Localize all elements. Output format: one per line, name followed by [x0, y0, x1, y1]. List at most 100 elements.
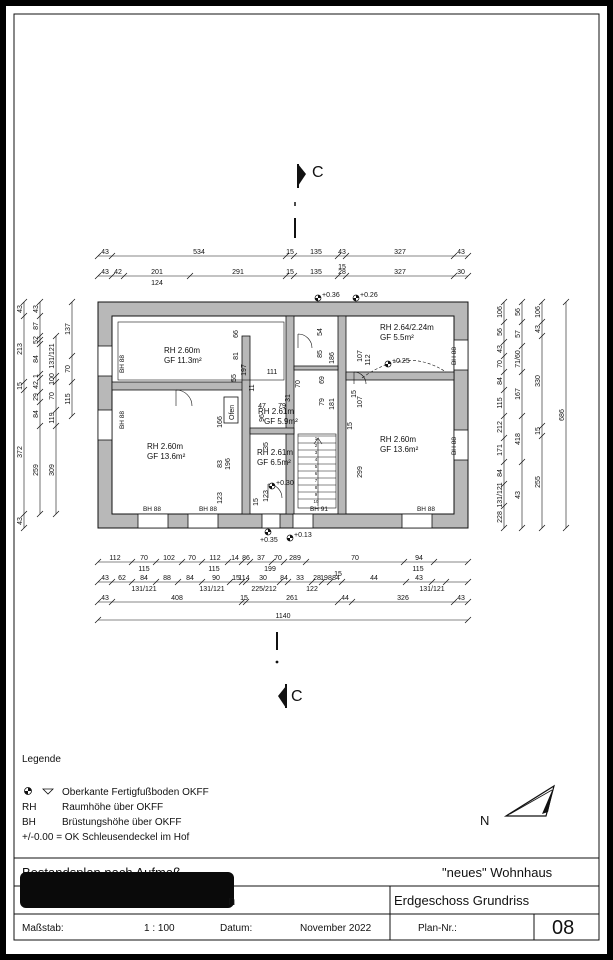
stair-step-number: 3: [315, 450, 318, 455]
dim-bottom-sub: 131/121: [419, 586, 444, 593]
stair-step-number: 5: [315, 464, 318, 469]
dim-right-2-tick: [518, 298, 526, 306]
dim-bottom-2-value: 30: [259, 575, 267, 582]
dim-left-3-tick: [52, 378, 60, 386]
interior-dim-value: 85: [317, 350, 324, 358]
dim-left-3-tick: [52, 332, 60, 340]
stair-step-number: 2: [315, 443, 318, 448]
dim-left-2-tick: [36, 336, 44, 344]
dim-top-2-value: 201: [151, 269, 163, 276]
dim-left-1-tick: [20, 524, 28, 532]
north-label: N: [480, 813, 489, 828]
dim-bottom-2-value: 114: [238, 575, 249, 582]
dim-bottom-2-tick: [198, 578, 206, 586]
dim-right-1-value: 171: [497, 444, 504, 456]
interior-wall: [345, 371, 455, 381]
interior-dim-value: 112: [365, 354, 372, 365]
room-6-height: RH 2.60m: [380, 435, 416, 444]
dim-left-2-value: 259: [33, 464, 40, 476]
dim-top-2-tick: [120, 272, 128, 280]
legend-item-rh: Raumhöhe über OKFF: [62, 802, 163, 813]
bh-label: BH 88: [119, 355, 126, 373]
dim-right-3-tick: [538, 432, 546, 440]
dim-top-2-tick: [342, 272, 350, 280]
interior-dim-value: 15: [347, 422, 354, 430]
oven: Ofen: [223, 396, 239, 424]
dim-bottom-2-value: 33: [296, 575, 304, 582]
dim-bottom-1-tick: [302, 558, 310, 566]
okff-symbol-fill: [385, 361, 391, 367]
redacted-area: [20, 872, 234, 908]
dim-left-2-tick: [36, 340, 44, 348]
dim-top-1-value: 43: [338, 249, 346, 256]
oven-label: Ofen: [229, 405, 236, 420]
dim-right-2-value: 418: [515, 433, 522, 445]
dim-bottom-2-value: 90: [212, 575, 220, 582]
dim-right-1-value: 131/121: [497, 482, 504, 507]
dim-bottom-3-tick: [242, 598, 250, 606]
dim-bottom-3-tick: [238, 598, 246, 606]
room-6-area: GF 13.6m²: [380, 445, 419, 454]
dim-bottom-1-tick: [94, 558, 102, 566]
dim-bottom-2-value: 43: [101, 575, 109, 582]
dim-left-3-value: 100: [49, 373, 56, 385]
dim-left-4-value: 137: [65, 323, 72, 335]
dim-right-2-value: 56: [515, 308, 522, 316]
dim-top-2-value: 43: [101, 269, 109, 276]
bh-label: BH 88: [143, 506, 161, 513]
interior-dim-value: 66: [233, 330, 240, 338]
room-4-height: RH 2.61m: [257, 448, 293, 457]
dim-bottom-2-tick: [94, 578, 102, 586]
dim-left-2-tick: [36, 422, 44, 430]
dim-bottom-2-tick: [226, 578, 234, 586]
dim-bottom-1-value: 289: [289, 555, 301, 562]
dim-bottom-sub: 122: [306, 586, 318, 593]
dim-right-2-value: 57: [515, 330, 522, 338]
room-5-height: RH 2.64/2.24m: [380, 323, 434, 332]
level-value: +0.26: [360, 292, 378, 299]
dim-bottom-3-value: 43: [101, 595, 109, 602]
dim-right-2-tick: [518, 318, 526, 326]
section-marker-bottom: C: [275, 632, 303, 708]
interior-dim-value: 81: [233, 352, 240, 360]
dim-left-3-value: 131/121: [49, 343, 56, 368]
dim-bottom-sub: 15: [334, 571, 342, 578]
dim-right-1-tick: [500, 480, 508, 488]
dim-right-1-value: 212: [497, 421, 504, 433]
dim-top-2-tick: [186, 272, 194, 280]
level-marker: +0.35: [260, 528, 278, 544]
scale-value: 1 : 100: [144, 923, 175, 934]
level-value: +0.13: [294, 532, 312, 539]
dim-bottom-3-tick: [450, 598, 458, 606]
dim-left-3-value: 119: [49, 412, 56, 423]
legend-item-okff: Oberkante Fertigfußboden OKFF: [62, 787, 209, 798]
section-label-top: C: [312, 164, 324, 181]
title-block: Bestandsplan nach Aufmaß "neues" Wohnhau…: [14, 857, 599, 940]
legend-key-bh: BH: [22, 817, 36, 828]
dim-right-2-value: 43: [515, 491, 522, 499]
interior-dim-value: 55: [231, 374, 238, 382]
legend-title: Legende: [22, 754, 61, 765]
dim-left-2-tick: [36, 332, 44, 340]
door-swing: [297, 333, 313, 349]
dim-bottom-2-tick: [442, 578, 450, 586]
dim-bottom-1-value: 112: [209, 555, 220, 562]
dim-bottom-2-value: 62: [118, 575, 126, 582]
interior-wall: [285, 315, 295, 515]
interior-dim-value: 54: [317, 328, 324, 336]
interior-wall: [293, 365, 339, 371]
dim-bottom-1-tick: [268, 558, 276, 566]
dim-left-4-value: 115: [65, 393, 72, 404]
room-3-height: RH 2.61m: [258, 407, 294, 416]
legend-item-bh: Brüstungshöhe über OKFF: [62, 817, 182, 828]
dim-top-sub: 15: [338, 264, 346, 271]
dim-right-2-value: 71/60: [515, 350, 522, 368]
dim-bottom-1-tick: [464, 558, 472, 566]
dim-bottom-3-value: 326: [397, 595, 409, 602]
dim-right-1-tick: [500, 352, 508, 360]
okff-symbol-fill: [287, 535, 293, 541]
